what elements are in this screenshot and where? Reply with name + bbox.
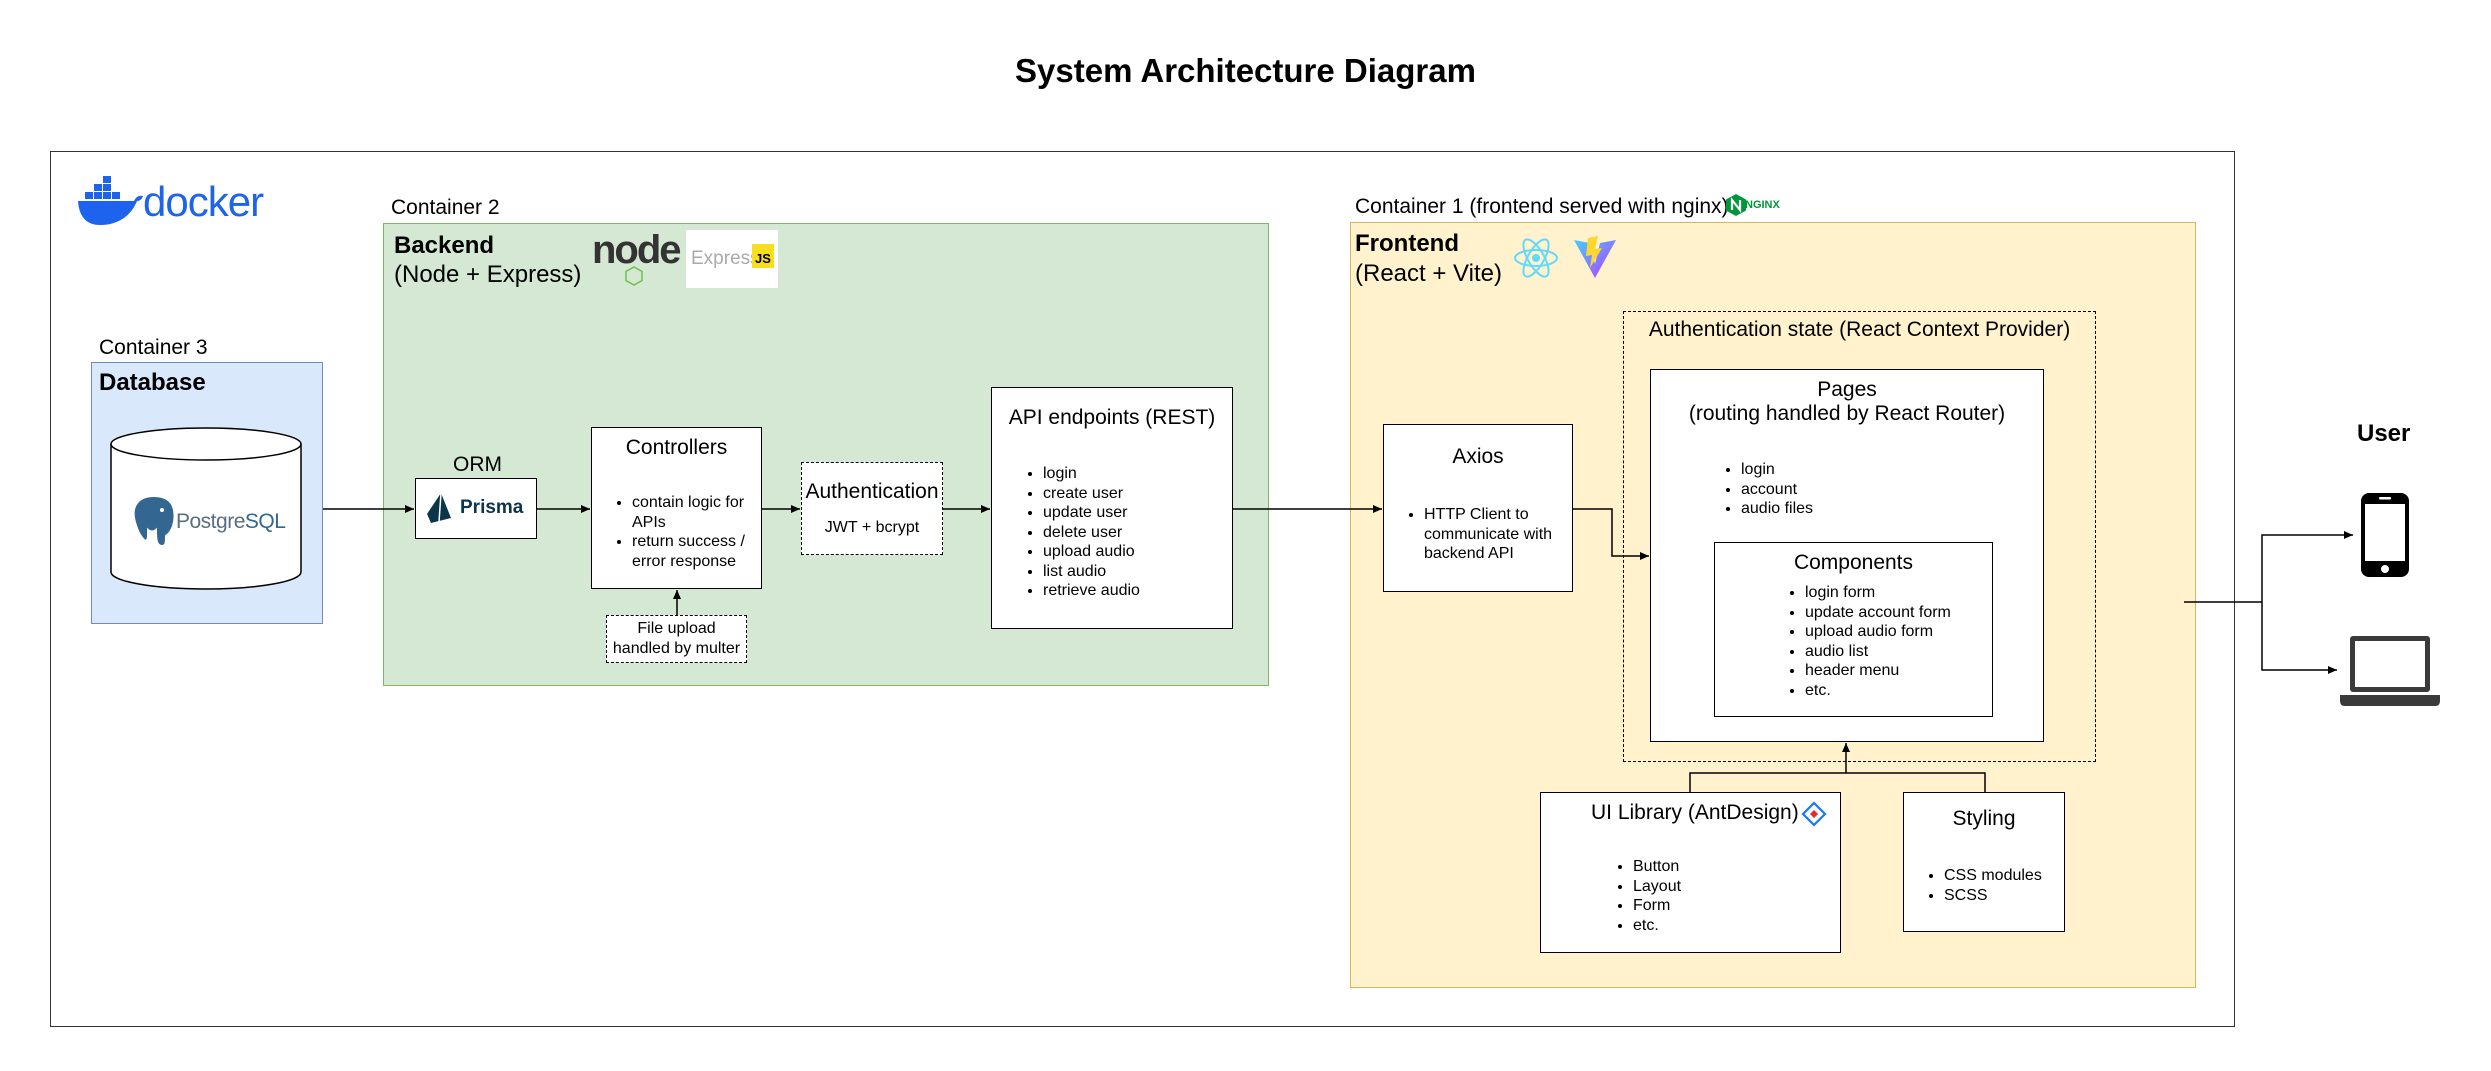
ui-library-box: UI Library (AntDesign) Button Layout For… xyxy=(1540,792,1841,953)
container3-label: Container 3 xyxy=(99,336,208,359)
list-item: etc. xyxy=(1805,681,1951,701)
list-item: etc. xyxy=(1633,916,1681,936)
api-endpoints-title: API endpoints (REST) xyxy=(1008,406,1216,429)
list-item: login form xyxy=(1805,583,1951,603)
database-heading: Database xyxy=(99,369,206,396)
list-item: audio list xyxy=(1805,642,1951,662)
smartphone-icon xyxy=(2361,493,2409,577)
authentication-title: Authentication xyxy=(805,480,939,503)
js-badge: JS xyxy=(752,244,774,268)
container2-label: Container 2 xyxy=(391,196,500,219)
orm-label: ORM xyxy=(453,453,502,476)
react-icon xyxy=(1514,238,1558,278)
docker-logo: docker xyxy=(76,176,296,228)
antdesign-icon xyxy=(1801,801,1827,827)
docker-wordmark: docker xyxy=(143,178,264,225)
user-label: User xyxy=(2357,420,2411,447)
prisma-box: Prisma xyxy=(415,478,537,539)
list-item: audio files xyxy=(1741,499,1813,519)
backend-subheading: (Node + Express) xyxy=(394,261,582,288)
prisma-wordmark: Prisma xyxy=(460,497,524,518)
ui-library-list: Button Layout Form etc. xyxy=(1611,857,1681,935)
styling-list: CSS modules SCSS xyxy=(1922,866,2042,905)
components-title: Components xyxy=(1793,551,1914,574)
styling-title: Styling xyxy=(1952,807,2016,830)
controllers-box: Controllers contain logic for APIs retur… xyxy=(591,427,762,589)
auth-state-title: Authentication state (React Context Prov… xyxy=(1648,318,2071,341)
list-item: upload audio xyxy=(1043,542,1140,562)
file-upload-box: File upload handled by multer xyxy=(606,615,747,663)
authentication-box: Authentication JWT + bcrypt xyxy=(801,462,943,555)
list-item: contain logic for APIs xyxy=(632,493,772,532)
list-item: HTTP Client to communicate with backend … xyxy=(1424,505,1584,564)
docker-whale-icon xyxy=(78,176,143,225)
prisma-icon xyxy=(427,492,451,523)
list-item: login xyxy=(1741,460,1813,480)
controllers-list: contain logic for APIs return success / … xyxy=(610,493,772,571)
postgresql-elephant-icon xyxy=(132,494,176,548)
list-item: retrieve audio xyxy=(1043,581,1140,601)
diagram-title: System Architecture Diagram xyxy=(1015,52,1476,89)
postgresql-logo: PostgreSQL xyxy=(128,492,288,552)
nginx-wordmark: NGINX xyxy=(1745,199,1780,211)
list-item: SCSS xyxy=(1944,886,2042,906)
pages-list: login account audio files xyxy=(1719,460,1813,519)
list-item: CSS modules xyxy=(1944,866,2042,886)
list-item: header menu xyxy=(1805,661,1951,681)
ui-library-title: UI Library (AntDesign) xyxy=(1591,801,1799,824)
list-item: Button xyxy=(1633,857,1681,877)
list-item: delete user xyxy=(1043,523,1140,543)
list-item: account xyxy=(1741,480,1813,500)
file-upload-label: File upload handled by multer xyxy=(612,620,741,657)
list-item: return success / error response xyxy=(632,532,772,571)
express-wordmark: Express xyxy=(691,248,760,269)
list-item: create user xyxy=(1043,484,1140,504)
nodejs-hexagon-icon xyxy=(625,266,643,286)
container1-label: Container 1 (frontend served with nginx) xyxy=(1355,195,1729,218)
list-item: update account form xyxy=(1805,603,1951,623)
axios-list: HTTP Client to communicate with backend … xyxy=(1402,505,1584,564)
frontend-subheading: (React + Vite) xyxy=(1355,260,1502,287)
frontend-heading: Frontend xyxy=(1355,230,1459,257)
api-endpoints-box: API endpoints (REST) login create user u… xyxy=(991,387,1233,629)
list-item: update user xyxy=(1043,503,1140,523)
list-item: list audio xyxy=(1043,562,1140,582)
nodejs-logo: node xyxy=(592,228,682,286)
nginx-hexagon-icon xyxy=(1726,194,1746,216)
components-box: Components login form update account for… xyxy=(1714,542,1993,717)
backend-heading: Backend xyxy=(394,232,495,259)
controllers-title: Controllers xyxy=(625,436,728,459)
express-logo: Express JS xyxy=(686,230,778,288)
pages-title: Pages xyxy=(1817,378,1877,401)
styling-box: Styling CSS modules SCSS xyxy=(1903,792,2065,932)
list-item: upload audio form xyxy=(1805,622,1951,642)
postgresql-wordmark: PostgreSQL xyxy=(176,510,286,533)
vite-icon xyxy=(1574,236,1616,278)
api-endpoints-list: login create user update user delete use… xyxy=(1021,464,1140,601)
database-cylinder xyxy=(110,427,302,590)
nginx-logo: NGINX xyxy=(1725,193,1785,217)
pages-subtitle: (routing handled by React Router) xyxy=(1688,402,2006,425)
nodejs-wordmark: node xyxy=(592,228,682,272)
list-item: login xyxy=(1043,464,1140,484)
laptop-icon xyxy=(2340,636,2440,706)
list-item: Form xyxy=(1633,896,1681,916)
authentication-detail: JWT + bcrypt xyxy=(824,519,920,536)
list-item: Layout xyxy=(1633,877,1681,897)
axios-box: Axios HTTP Client to communicate with ba… xyxy=(1383,424,1573,592)
axios-title: Axios xyxy=(1452,445,1504,468)
components-list: login form update account form upload au… xyxy=(1783,583,1951,700)
